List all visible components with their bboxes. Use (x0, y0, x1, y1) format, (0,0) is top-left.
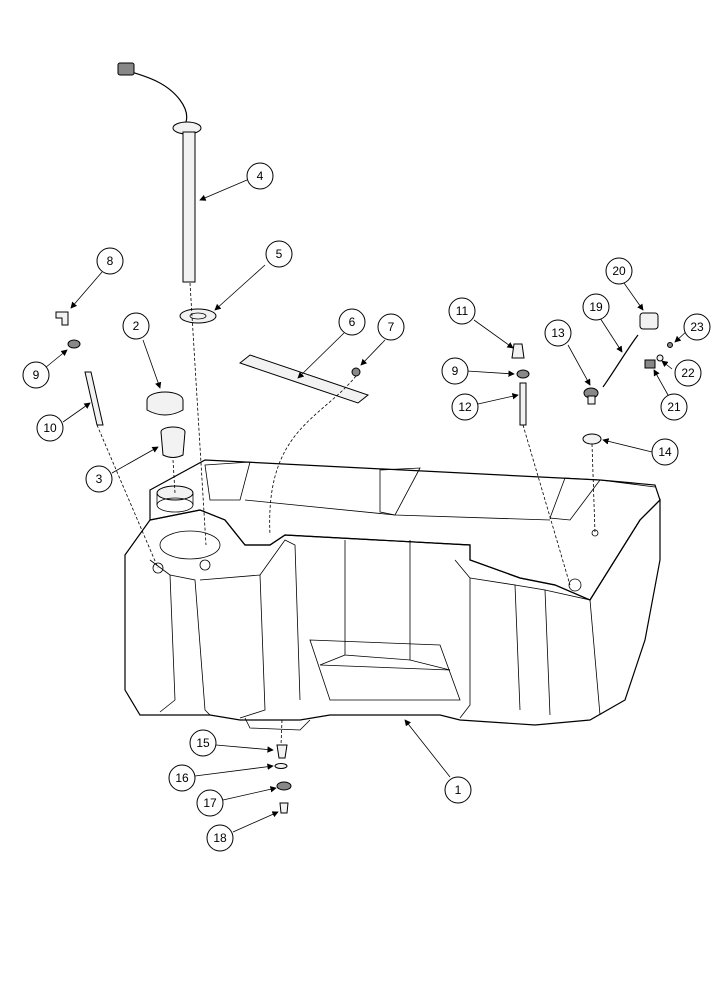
breather-filter (639, 312, 659, 330)
svg-text:5: 5 (276, 247, 283, 261)
callout-1: 1 (444, 776, 472, 804)
svg-text:9: 9 (452, 364, 459, 378)
callout-11: 11 (448, 297, 476, 325)
svg-text:4: 4 (257, 169, 264, 183)
svg-text:16: 16 (175, 771, 189, 785)
svg-text:23: 23 (690, 320, 704, 334)
callout-9-left: 9 (22, 361, 50, 389)
svg-text:7: 7 (388, 320, 395, 334)
fuel-strainer (160, 426, 186, 458)
assembly-lines (96, 282, 596, 746)
svg-text:2: 2 (133, 319, 140, 333)
svg-text:18: 18 (213, 831, 227, 845)
svg-text:8: 8 (107, 254, 114, 268)
callout-10: 10 (36, 414, 64, 442)
callout-12: 12 (451, 393, 479, 421)
nut-small (667, 342, 673, 348)
svg-text:14: 14 (658, 445, 672, 459)
dip-tube-left (84, 371, 104, 426)
strap-nut (351, 367, 361, 377)
callout-7: 7 (377, 313, 405, 341)
vent-grommet (582, 433, 602, 445)
svg-text:19: 19 (589, 300, 603, 314)
svg-text:22: 22 (681, 366, 695, 380)
svg-text:6: 6 (349, 315, 356, 329)
callout-16: 16 (168, 764, 196, 792)
svg-text:10: 10 (43, 421, 57, 435)
callout-2: 2 (122, 312, 150, 340)
grommet-left (67, 339, 81, 349)
grommet-right (516, 369, 530, 379)
leader-lines (44, 179, 689, 833)
svg-text:13: 13 (551, 326, 565, 340)
callout-13: 13 (544, 319, 572, 347)
callout-3: 3 (85, 465, 113, 493)
svg-text:3: 3 (96, 472, 103, 486)
vent-valve (583, 387, 599, 405)
callout-23: 23 (683, 313, 711, 341)
callout-group: 1 2 3 4 5 6 7 8 9 10 11 9 12 13 14 15 16… (22, 162, 711, 852)
drain-plug-stack (274, 744, 292, 814)
return-fitting (511, 343, 525, 359)
elbow-fitting (55, 311, 69, 326)
callout-20: 20 (605, 257, 633, 285)
svg-text:11: 11 (456, 304, 469, 318)
callout-14: 14 (651, 438, 679, 466)
fuel-tank (124, 459, 661, 731)
svg-text:12: 12 (458, 400, 472, 414)
callout-4: 4 (246, 162, 274, 190)
vent-hose (602, 334, 639, 388)
svg-text:1: 1 (455, 783, 462, 797)
dip-tube-right (519, 382, 527, 426)
hose-clamp (644, 359, 656, 369)
tank-strap (238, 354, 370, 404)
callout-21: 21 (660, 393, 688, 421)
callout-18: 18 (206, 824, 234, 852)
fuel-sender (117, 62, 202, 283)
svg-text:9: 9 (33, 368, 40, 382)
callout-5: 5 (265, 240, 293, 268)
callout-6: 6 (338, 308, 366, 336)
callout-9-right: 9 (441, 357, 469, 385)
svg-text:21: 21 (667, 400, 681, 414)
svg-text:15: 15 (196, 736, 210, 750)
callout-15: 15 (189, 729, 217, 757)
svg-text:17: 17 (203, 796, 217, 810)
svg-text:20: 20 (612, 264, 626, 278)
callout-17: 17 (196, 789, 224, 817)
callout-8: 8 (96, 247, 124, 275)
callout-19: 19 (582, 293, 610, 321)
sender-gasket (179, 308, 217, 324)
washer-small (656, 354, 664, 362)
fuel-cap (146, 391, 184, 416)
callout-22: 22 (674, 359, 702, 387)
